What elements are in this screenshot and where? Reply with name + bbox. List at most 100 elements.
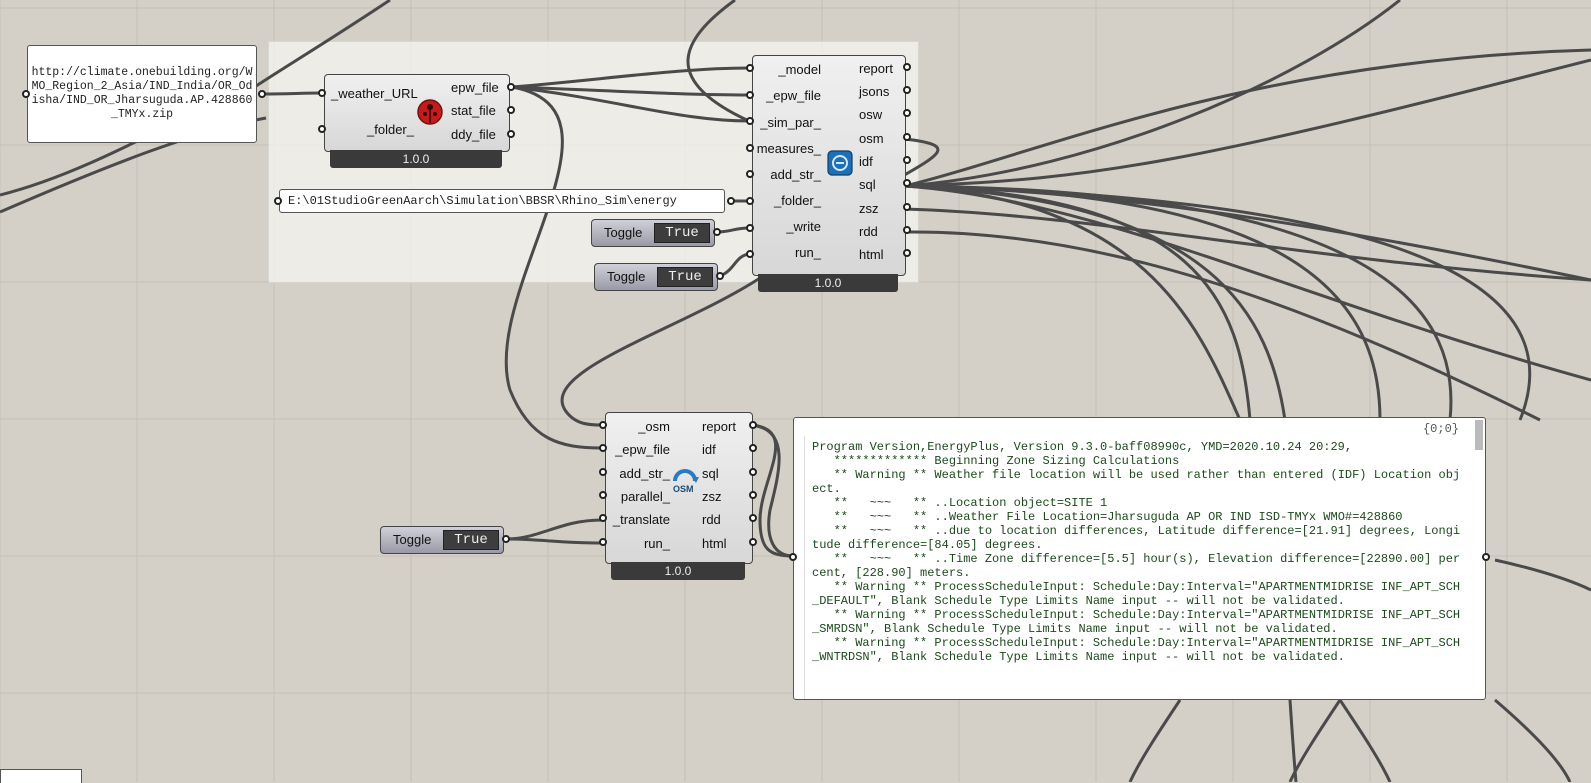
output-html[interactable]: html xyxy=(702,536,727,551)
run-osm-component[interactable]: _osm _epw_file add_str_ parallel_ _trans… xyxy=(605,412,753,564)
output-grip[interactable] xyxy=(507,106,515,114)
toggle-value[interactable]: True xyxy=(443,530,499,550)
output-grip[interactable] xyxy=(749,421,757,429)
input-grip[interactable] xyxy=(746,144,754,152)
toggle-run[interactable]: Toggle True xyxy=(594,263,718,291)
panel-output-grip[interactable] xyxy=(258,90,266,98)
panel-output-grip[interactable] xyxy=(727,197,735,205)
input-grip[interactable] xyxy=(746,91,754,99)
osm-run-icon: OSM xyxy=(670,465,700,495)
output-ddy-file[interactable]: ddy_file xyxy=(451,127,496,142)
toggle-label: Toggle xyxy=(607,269,646,284)
input-grip[interactable] xyxy=(599,468,607,476)
report-text: Program Version,EnergyPlus, Version 9.3.… xyxy=(812,440,1461,664)
output-epw-file[interactable]: epw_file xyxy=(451,80,499,95)
download-weather-component[interactable]: _weather_URL _folder_ epw_file stat_file… xyxy=(324,74,510,152)
input-grip[interactable] xyxy=(746,197,754,205)
input-grip[interactable] xyxy=(599,514,607,522)
input-grip[interactable] xyxy=(318,125,326,133)
report-panel[interactable]: {0;0} Program Version,EnergyPlus, Versio… xyxy=(793,417,1486,700)
output-grip[interactable] xyxy=(903,179,911,187)
output-rdd[interactable]: rdd xyxy=(702,512,721,527)
input-measures[interactable]: measures_ xyxy=(756,141,821,156)
output-report[interactable]: report xyxy=(702,419,736,434)
output-sql[interactable]: sql xyxy=(859,177,876,192)
output-sql[interactable]: sql xyxy=(702,466,719,481)
input-folder[interactable]: _folder_ xyxy=(774,193,821,208)
ladybug-icon xyxy=(417,99,443,125)
output-grip[interactable] xyxy=(749,468,757,476)
toggle-output-grip[interactable] xyxy=(502,535,510,543)
input-translate[interactable]: _translate xyxy=(612,512,670,527)
input-model[interactable]: _model xyxy=(778,62,821,77)
output-zsz[interactable]: zsz xyxy=(859,201,879,216)
folder-path-panel[interactable]: E:\01StudioGreenAarch\Simulation\BBSR\Rh… xyxy=(279,189,725,213)
output-osw[interactable]: osw xyxy=(859,107,883,122)
toggle-value[interactable]: True xyxy=(657,267,713,287)
model-to-osm-component[interactable]: _model _epw_file _sim_par_ measures_ add… xyxy=(752,55,906,276)
output-grip[interactable] xyxy=(749,444,757,452)
output-grip[interactable] xyxy=(507,130,515,138)
input-epw-file[interactable]: _epw_file xyxy=(766,88,821,103)
input-grip[interactable] xyxy=(746,224,754,232)
output-grip[interactable] xyxy=(507,83,515,91)
output-grip[interactable] xyxy=(749,538,757,546)
input-grip[interactable] xyxy=(599,491,607,499)
input-osm[interactable]: _osm xyxy=(638,419,670,434)
panel-input-grip[interactable] xyxy=(22,90,30,98)
panel-input-grip[interactable] xyxy=(789,553,797,561)
input-run[interactable]: run_ xyxy=(643,536,670,551)
output-grip[interactable] xyxy=(749,514,757,522)
output-grip[interactable] xyxy=(903,63,911,71)
version-label: 1.0.0 xyxy=(611,562,745,580)
version-label: 1.0.0 xyxy=(330,150,502,168)
version-label: 1.0.0 xyxy=(758,274,898,292)
panel-output-grip[interactable] xyxy=(1482,553,1490,561)
input-add-str[interactable]: add_str_ xyxy=(770,167,821,182)
corner-panel xyxy=(0,769,82,783)
output-rdd[interactable]: rdd xyxy=(859,224,878,239)
output-grip[interactable] xyxy=(903,203,911,211)
weather-url-panel[interactable]: http://climate.onebuilding.org/WMO_Regio… xyxy=(27,45,257,143)
panel-input-grip[interactable] xyxy=(274,197,282,205)
panel-scrollbar[interactable] xyxy=(1475,420,1483,450)
input-grip[interactable] xyxy=(599,444,607,452)
output-idf[interactable]: idf xyxy=(702,442,716,457)
input-grip[interactable] xyxy=(746,117,754,125)
input-grip[interactable] xyxy=(599,538,607,546)
output-jsons[interactable]: jsons xyxy=(859,84,890,99)
toggle-output-grip[interactable] xyxy=(713,228,721,236)
output-grip[interactable] xyxy=(749,491,757,499)
output-zsz[interactable]: zsz xyxy=(702,489,722,504)
output-idf[interactable]: idf xyxy=(859,154,873,169)
toggle-output-grip[interactable] xyxy=(716,272,724,280)
input-parallel[interactable]: parallel_ xyxy=(620,489,670,504)
input-write[interactable]: _write xyxy=(786,219,821,234)
input-grip[interactable] xyxy=(746,64,754,72)
output-grip[interactable] xyxy=(903,109,911,117)
input-folder[interactable]: _folder_ xyxy=(367,122,414,137)
input-grip[interactable] xyxy=(746,250,754,258)
toggle-write[interactable]: Toggle True xyxy=(591,219,715,247)
output-grip[interactable] xyxy=(903,249,911,257)
input-grip[interactable] xyxy=(746,170,754,178)
weather-url-text: http://climate.onebuilding.org/WMO_Regio… xyxy=(31,66,253,121)
output-osm[interactable]: osm xyxy=(859,131,884,146)
output-report[interactable]: report xyxy=(859,61,893,76)
input-sim-par[interactable]: _sim_par_ xyxy=(760,115,821,130)
output-grip[interactable] xyxy=(903,133,911,141)
input-grip[interactable] xyxy=(318,89,326,97)
output-grip[interactable] xyxy=(903,156,911,164)
input-epw-file[interactable]: _epw_file xyxy=(615,442,670,457)
input-weather-url[interactable]: _weather_URL xyxy=(331,86,418,101)
input-run[interactable]: run_ xyxy=(794,245,821,260)
panel-gutter xyxy=(794,436,805,699)
toggle-value[interactable]: True xyxy=(654,223,710,243)
output-grip[interactable] xyxy=(903,226,911,234)
input-grip[interactable] xyxy=(599,421,607,429)
output-html[interactable]: html xyxy=(859,247,884,262)
toggle-translate[interactable]: Toggle True xyxy=(380,526,504,554)
output-stat-file[interactable]: stat_file xyxy=(451,103,496,118)
input-add-str[interactable]: add_str_ xyxy=(619,466,670,481)
output-grip[interactable] xyxy=(903,86,911,94)
